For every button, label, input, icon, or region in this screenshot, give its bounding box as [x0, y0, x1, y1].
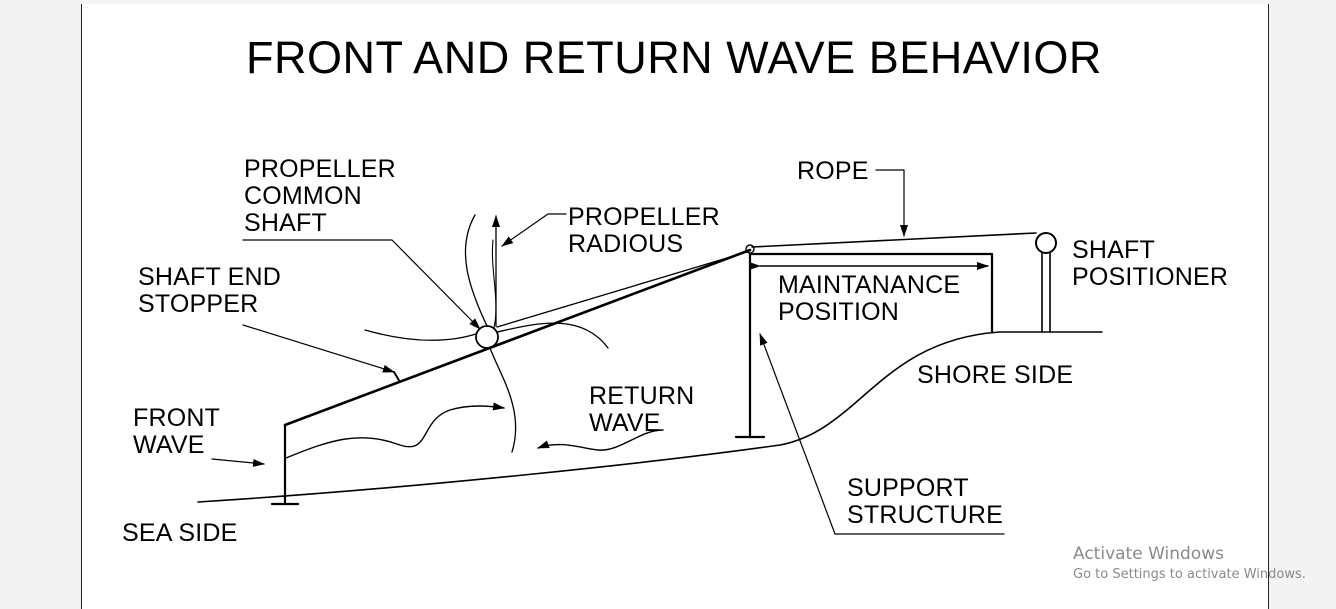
rope-pulley: [745, 244, 755, 254]
label-propeller-radious: PROPELLER RADIOUS: [568, 203, 720, 258]
shaft-end-stopper-mark: [393, 371, 401, 383]
label-shaft-end-stopper: SHAFT END STOPPER: [138, 263, 282, 318]
propeller-blade-top: [464, 214, 488, 327]
label-support-structure: SUPPORT STRUCTURE: [847, 474, 1003, 529]
propeller-blade-left: [364, 329, 477, 341]
watermark-line1: Activate Windows: [1073, 544, 1224, 564]
diagram-title: FRONT AND RETURN WAVE BEHAVIOR: [246, 32, 1102, 83]
propeller-common-shaft-leader: [242, 239, 481, 330]
ground-line: [197, 331, 1103, 503]
propeller-blade-upper-right: [491, 239, 497, 329]
rope-line: [751, 232, 1037, 248]
label-shore-side: SHORE SIDE: [917, 361, 1074, 389]
label-sea-side: SEA SIDE: [122, 519, 238, 547]
label-return-wave: RETURN WAVE: [589, 382, 695, 437]
watermark-line2: Go to Settings to activate Windows.: [1073, 567, 1306, 582]
shaft-positioner-pulley: [1035, 232, 1057, 254]
propeller-common-shaft-line: [283, 248, 752, 427]
label-shaft-positioner: SHAFT POSITIONER: [1072, 236, 1229, 291]
rope-leader: [875, 169, 908, 237]
shaft-end-stopper-leader: [242, 324, 395, 373]
label-front-wave: FRONT WAVE: [133, 404, 221, 459]
support-structure-frame: [734, 252, 766, 439]
propeller-blade-bottom: [489, 347, 517, 453]
activate-windows-watermark: Activate Windows Go to Settings to activ…: [1073, 543, 1306, 585]
sea-side-support-post: [270, 423, 300, 506]
propeller-blade-right: [496, 322, 609, 349]
propeller-hub: [475, 325, 499, 349]
front-wave-curve: [285, 402, 505, 459]
support-structure-leader: [759, 333, 1005, 535]
shaft-positioner-post: [1041, 252, 1051, 333]
maintanance-frame: [748, 252, 994, 334]
label-propeller-common-shaft: PROPELLER COMMON SHAFT: [244, 155, 396, 237]
drawing-sheet: [81, 4, 1269, 609]
label-maintanance-position: MAINTANANCE POSITION: [778, 271, 961, 326]
front-wave-arrow: [211, 458, 265, 467]
label-rope: ROPE: [797, 157, 869, 185]
return-wave-curve: [537, 429, 664, 451]
propeller-radious-leader: [501, 213, 567, 247]
rope-lower-line: [496, 251, 748, 328]
